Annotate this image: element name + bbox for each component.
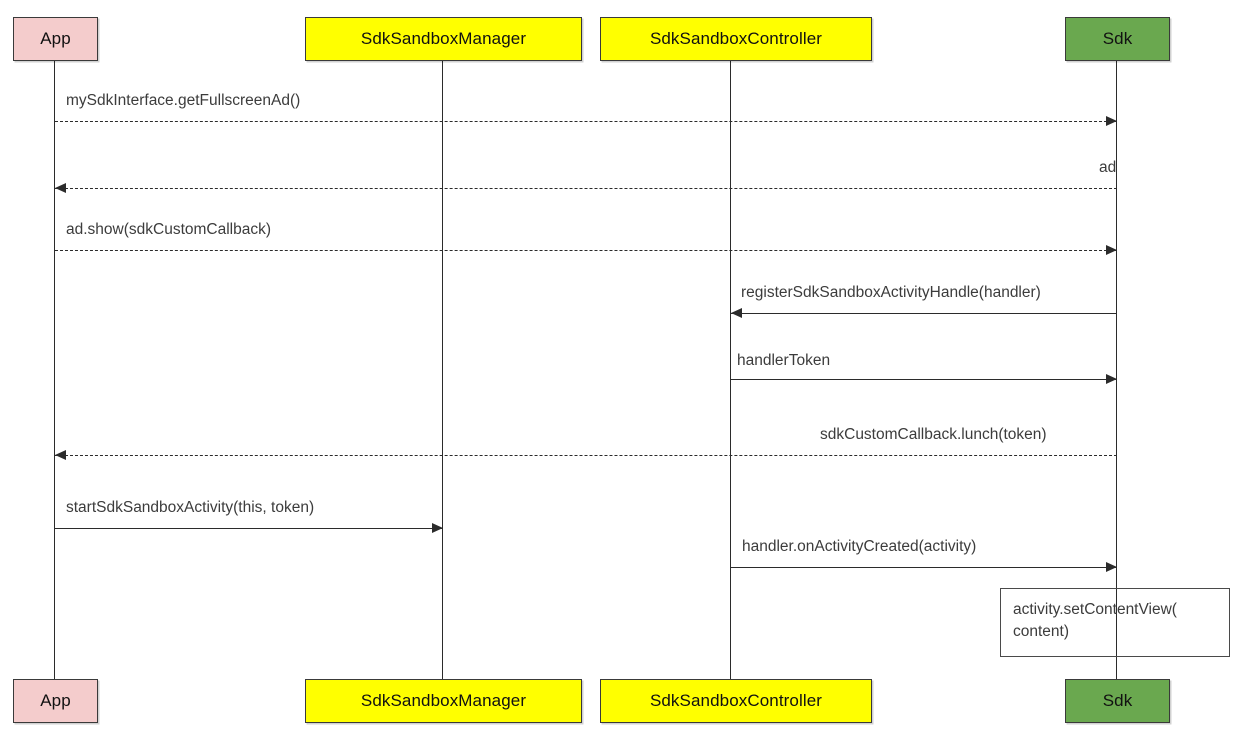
message-line-m6 [55,455,1117,456]
participant-head-manager[interactable]: SdkSandboxManager [305,17,582,61]
message-label-m3: ad.show(sdkCustomCallback) [66,221,272,238]
message-arrowhead-m4 [731,308,742,318]
self-call-line-2: content) [1013,623,1070,641]
lifeline-manager [442,61,443,679]
participant-label-app: App [40,29,71,48]
message-arrowhead-m3 [1106,245,1117,255]
participant-head-sdk[interactable]: Sdk [1065,17,1170,61]
lifeline-controller [730,61,731,679]
self-call-box-sc1: activity.setContentView( content) [1000,588,1230,657]
participant-label-app: App [40,691,71,710]
message-line-m8 [731,567,1117,568]
self-call-line-1: activity.setContentView( [1013,601,1177,618]
participant-label-sdk: Sdk [1102,29,1133,48]
message-arrowhead-m2 [55,183,66,193]
participant-label-manager: SdkSandboxManager [360,29,527,48]
participant-head-app[interactable]: App [13,17,98,61]
message-label-m4: registerSdkSandboxActivityHandle(handler… [741,284,1041,301]
message-line-m7 [55,528,443,529]
lifeline-sdk [1116,61,1117,679]
message-label-m1: mySdkInterface.getFullscreenAd() [66,92,301,109]
participant-label-controller: SdkSandboxController [649,29,823,48]
participant-label-controller: SdkSandboxController [649,691,823,710]
message-line-m4 [731,313,1117,314]
message-line-m1 [55,121,1117,122]
participant-foot-manager[interactable]: SdkSandboxManager [305,679,582,723]
participant-foot-sdk[interactable]: Sdk [1065,679,1170,723]
message-label-m5: handlerToken [737,352,831,369]
message-arrowhead-m1 [1106,116,1117,126]
participant-foot-controller[interactable]: SdkSandboxController [600,679,872,723]
message-arrowhead-m5 [1106,374,1117,384]
message-line-m5 [731,379,1117,380]
participant-head-controller[interactable]: SdkSandboxController [600,17,872,61]
participant-foot-app[interactable]: App [13,679,98,723]
message-label-m2: ad [1099,159,1117,176]
message-arrowhead-m7 [432,523,443,533]
message-label-m7: startSdkSandboxActivity(this, token) [66,499,315,516]
lifeline-app [54,61,55,679]
participant-label-manager: SdkSandboxManager [360,691,527,710]
message-arrowhead-m8 [1106,562,1117,572]
participant-label-sdk: Sdk [1102,691,1133,710]
message-line-m3 [55,250,1117,251]
message-label-m8: handler.onActivityCreated(activity) [742,538,977,555]
message-line-m2 [55,188,1117,189]
message-label-m6: sdkCustomCallback.lunch(token) [820,426,1047,443]
message-arrowhead-m6 [55,450,66,460]
